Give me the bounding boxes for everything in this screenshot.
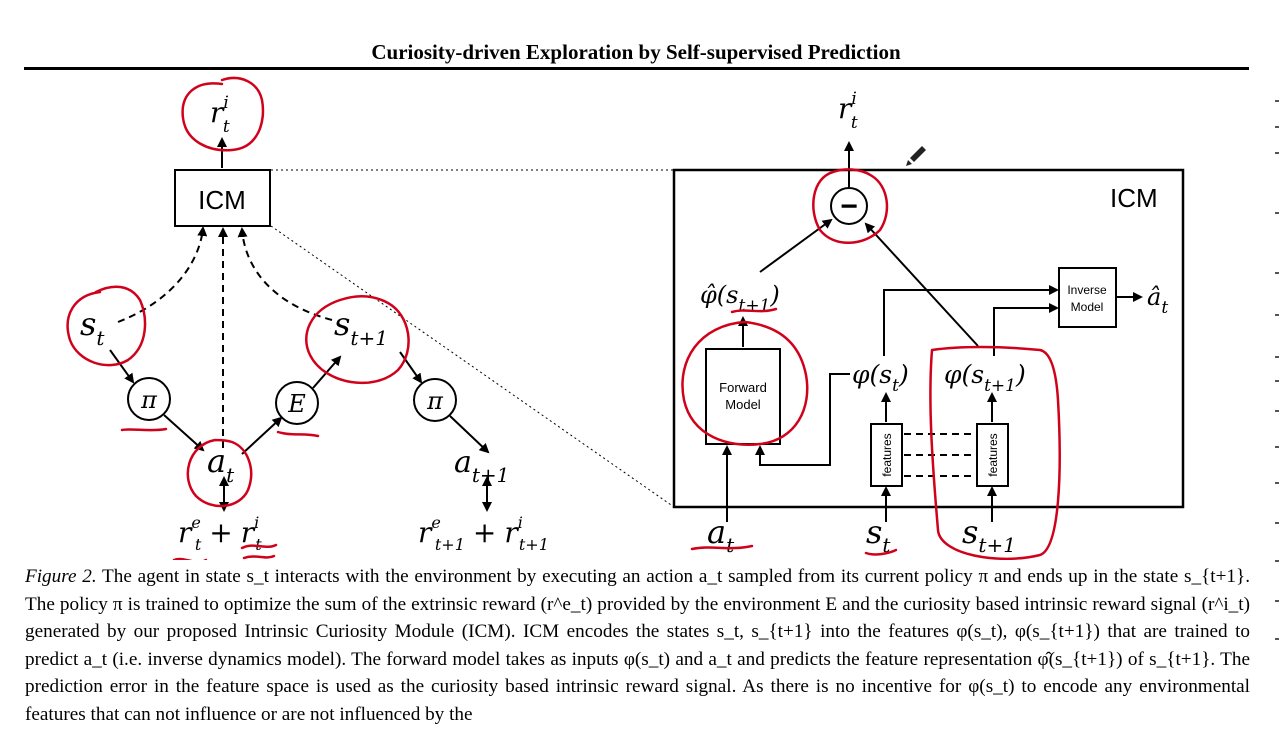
annotation-underline-ri [240, 543, 278, 560]
input-st1-label: st+1 [962, 513, 1016, 557]
annotation-circle-reward [181, 76, 265, 152]
forward-model-box [705, 348, 781, 445]
icm-box-label: ICM [198, 185, 246, 215]
st1-to-pi-arrow [399, 351, 423, 384]
phist1-to-minus-arrow [864, 222, 979, 347]
figure-label: Figure 2. [25, 566, 97, 587]
phihat-to-minus-arrow [759, 218, 833, 273]
pi-to-at-arrow [163, 414, 205, 452]
difference-node [830, 187, 868, 225]
action-at-label: at [207, 442, 235, 487]
annotation-underline-phihat [730, 307, 778, 314]
annotation-underline-input-st [864, 548, 898, 556]
phi-st-label: φ(st) [852, 360, 909, 396]
forward-model-label-line-1: Forward [719, 380, 767, 395]
difference-symbol: − [840, 190, 858, 223]
policy-symbol-2: π [426, 387, 444, 415]
policy-node-2 [413, 378, 457, 422]
feature-encoder-st-label: features [880, 433, 894, 476]
inverse-model-label-line-2: Model [1071, 300, 1104, 314]
annotation-underline-input-at [690, 544, 754, 551]
adjacent-page-edge [1272, 90, 1280, 650]
pencil-cursor-icon [906, 146, 926, 166]
red-ink-annotations [66, 76, 1061, 560]
annotation-circle-at [186, 438, 253, 508]
environment-symbol: E [287, 390, 306, 418]
input-st-label: st [866, 513, 891, 557]
icm-box [174, 169, 271, 227]
forward-model-label-line-2: Model [725, 397, 761, 412]
icm-detail-box [672, 168, 1185, 509]
dashed-st1-to-icm [237, 227, 333, 321]
annotation-outline-st1-branch [929, 345, 1061, 560]
running-header-title: Curiosity-driven Exploration by Self-sup… [371, 40, 901, 64]
inverse-model-label-line-1: Inverse [1067, 283, 1107, 297]
input-at-label: at [707, 513, 735, 557]
state-st-label: st [80, 305, 105, 350]
header-rule [24, 67, 1249, 70]
phist-to-forward-arrow [755, 373, 850, 466]
environment-node [275, 381, 319, 425]
st-to-pi-arrow [109, 349, 135, 384]
annotation-circle-st1 [305, 295, 410, 385]
figure-caption: Figure 2. The agent in state s_t interac… [25, 563, 1250, 729]
inverse-model-box [1058, 267, 1117, 328]
feature-encoder-st1-label: features [986, 433, 1000, 476]
icm-detail-label: ICM [1110, 183, 1158, 213]
policy-symbol-1: π [140, 386, 158, 414]
action-at1-label: at+1 [454, 445, 509, 487]
policy-node-1 [127, 377, 171, 421]
dashed-st-to-icm [117, 226, 208, 323]
phist-to-inverse-arrow [883, 285, 1059, 356]
annotation-circle-forward-model [681, 320, 809, 446]
pi-to-at1-arrow [449, 415, 490, 454]
annotation-circle-st [66, 285, 147, 367]
zoom-line-bottom [270, 225, 675, 508]
at-to-env-arrow [241, 416, 283, 455]
a-hat-label: ât [1147, 283, 1168, 318]
feature-encoder-st1 [976, 423, 1009, 487]
state-st1-label: st+1 [334, 305, 388, 350]
annotation-underline-pi [120, 427, 168, 432]
phi-st1-label: φ(st+1) [944, 360, 1026, 396]
annotation-underline-e [276, 430, 320, 438]
annotation-circle-minus [812, 168, 889, 244]
caption-text: The agent in state s_t interacts with th… [25, 566, 1251, 725]
phist1-to-inverse-arrow [993, 303, 1059, 356]
annotation-underline-re [172, 557, 208, 560]
